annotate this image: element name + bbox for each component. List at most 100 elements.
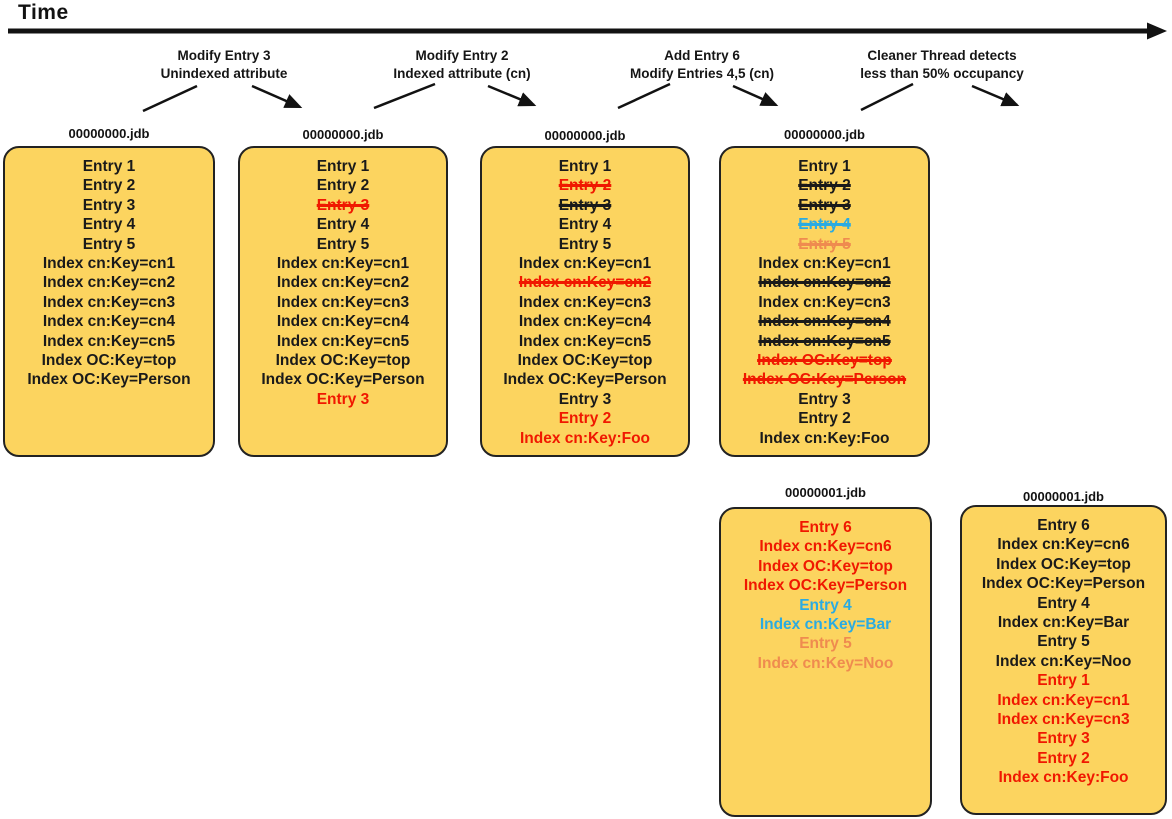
log-entry: Index OC:Key=top [41, 352, 177, 370]
log-entry: Index cn:Key=cn3 [758, 293, 891, 311]
log-entry: Index cn:Key=cn4 [276, 313, 410, 331]
log-entry: Index cn:Key=Bar [997, 614, 1130, 632]
log-entry: Index cn:Key=cn2 [276, 274, 410, 292]
log-entry: Index cn:Key=cn6 [997, 536, 1130, 554]
log-entry: Entry 1 [1037, 672, 1090, 690]
annotation-line-2: Modify Entries 4,5 (cn) [629, 65, 775, 81]
log-entry: Entry 1 [798, 158, 851, 175]
log-entry: Index cn:Key=cn4 [758, 313, 891, 331]
log-entry: Index cn:Key=cn5 [42, 332, 176, 350]
log-entry: Index OC:Key=top [517, 352, 653, 370]
log-entry: Index OC:Key=top [275, 352, 411, 370]
jdb-file-title-1: 00000000.jdb [68, 126, 150, 141]
log-entry: Index cn:Key=Bar [759, 616, 892, 634]
log-entry: Index cn:Key=cn5 [518, 332, 652, 350]
log-entry: Entry 6 [1037, 517, 1090, 534]
log-entry: Entry 5 [82, 235, 136, 253]
log-entry: Entry 3 [798, 390, 851, 408]
annotation-3-arrows [617, 82, 779, 110]
log-entry: Index OC:Key=Person [981, 575, 1146, 593]
log-entry: Index cn:Key=cn1 [997, 691, 1130, 709]
annotation-line-2: Indexed attribute (cn) [393, 65, 531, 81]
log-entry: Entry 2 [316, 177, 370, 195]
annotation-line-1: Cleaner Thread detects [867, 48, 1017, 63]
log-entry: Entry 4 [1037, 594, 1090, 612]
log-entry: Index OC:Key=top [758, 557, 893, 575]
log-entry: Entry 4 [798, 216, 851, 234]
jdb-file-title-6: 00000001.jdb [1023, 489, 1104, 504]
time-arrow [8, 22, 1167, 40]
log-entry: Index cn:Key=cn2 [518, 274, 652, 292]
log-entry: Entry 5 [558, 235, 612, 253]
log-entry: Entry 5 [799, 635, 852, 653]
log-entry: Entry 2 [82, 177, 136, 195]
log-entry: Entry 4 [316, 216, 370, 234]
log-entry: Entry 5 [1037, 633, 1090, 651]
log-entry: Entry 2 [798, 177, 851, 195]
log-entry: Index OC:Key=Person [503, 371, 667, 389]
log-entry: Index cn:Key=cn5 [758, 332, 891, 350]
time-axis-label: Time [18, 1, 69, 24]
log-entry: Entry 1 [82, 158, 136, 175]
log-entry: Index cn:Key:Foo [519, 429, 651, 447]
log-entry: Index cn:Key=cn1 [758, 255, 891, 273]
log-entry: Index OC:Key=top [757, 352, 892, 370]
log-entry: Index cn:Key=Noo [995, 652, 1132, 670]
log-entry: Entry 1 [316, 158, 370, 175]
log-entry: Index cn:Key=cn3 [42, 293, 176, 311]
log-entry: Index cn:Key=cn5 [276, 332, 410, 350]
log-entry: Entry 3 [316, 196, 370, 214]
annotation-cleaner-thread: Cleaner Thread detects less than 50% occ… [832, 47, 1052, 82]
log-entry: Index cn:Key=cn1 [276, 255, 410, 273]
annotation-modify-entry-2: Modify Entry 2 Indexed attribute (cn) [362, 47, 562, 82]
annotation-line-1: Add Entry 6 [664, 48, 740, 63]
log-entry: Index cn:Key:Foo [998, 769, 1129, 787]
log-entry: Index OC:Key=Person [742, 371, 907, 389]
jdb-file-title-2: 00000000.jdb [302, 127, 384, 142]
jdb-file-title-3: 00000000.jdb [544, 128, 626, 143]
log-entry: Entry 2 [558, 177, 612, 195]
log-entry: Entry 1 [558, 158, 612, 175]
annotation-1-arrows [142, 84, 303, 113]
log-entry: Entry 5 [316, 235, 370, 253]
log-entry: Entry 6 [799, 519, 852, 536]
log-entry: Index cn:Key=cn3 [276, 293, 410, 311]
log-entry: Index OC:Key=Person [261, 371, 425, 389]
log-entry: Index cn:Key=cn3 [997, 711, 1130, 729]
log-entry: Entry 2 [798, 410, 851, 428]
log-entry: Entry 2 [558, 410, 612, 428]
log-entry: Index OC:Key=top [996, 555, 1131, 573]
annotation-line-2: less than 50% occupancy [860, 65, 1024, 81]
log-entry: Entry 3 [558, 196, 612, 214]
log-entry: Index cn:Key=cn4 [42, 313, 176, 331]
log-entry: Entry 3 [316, 390, 370, 408]
log-entry: Entry 3 [82, 196, 136, 214]
log-entry: Index cn:Key=cn3 [518, 293, 652, 311]
log-entry: Index cn:Key:Foo [759, 429, 890, 447]
log-entry: Index cn:Key=cn6 [759, 538, 892, 556]
log-entry: Index cn:Key=Noo [757, 654, 894, 672]
jdb-file-title-5: 00000001.jdb [785, 485, 866, 500]
annotation-4-arrows [860, 82, 1020, 112]
annotation-line-1: Modify Entry 2 [415, 48, 509, 63]
log-entry: Index cn:Key=cn1 [518, 255, 652, 273]
log-entry: Entry 4 [82, 216, 136, 234]
annotation-line-1: Modify Entry 3 [177, 48, 271, 63]
annotation-add-entry-6: Add Entry 6 Modify Entries 4,5 (cn) [602, 47, 802, 82]
jdb-file-title-4: 00000000.jdb [784, 127, 865, 142]
log-entry: Entry 3 [558, 390, 612, 408]
log-entry: Entry 4 [799, 596, 852, 614]
log-entry: Entry 3 [798, 196, 851, 214]
log-entry: Entry 3 [1037, 730, 1090, 748]
log-entry: Index cn:Key=cn1 [42, 255, 176, 273]
log-entry: Index cn:Key=cn2 [758, 274, 891, 292]
annotation-line-2: Unindexed attribute [160, 65, 288, 81]
log-entry: Entry 5 [798, 235, 851, 253]
annotation-modify-entry-3: Modify Entry 3 Unindexed attribute [124, 47, 324, 82]
log-entry: Entry 2 [1037, 749, 1090, 767]
annotation-2-arrows [373, 82, 537, 110]
